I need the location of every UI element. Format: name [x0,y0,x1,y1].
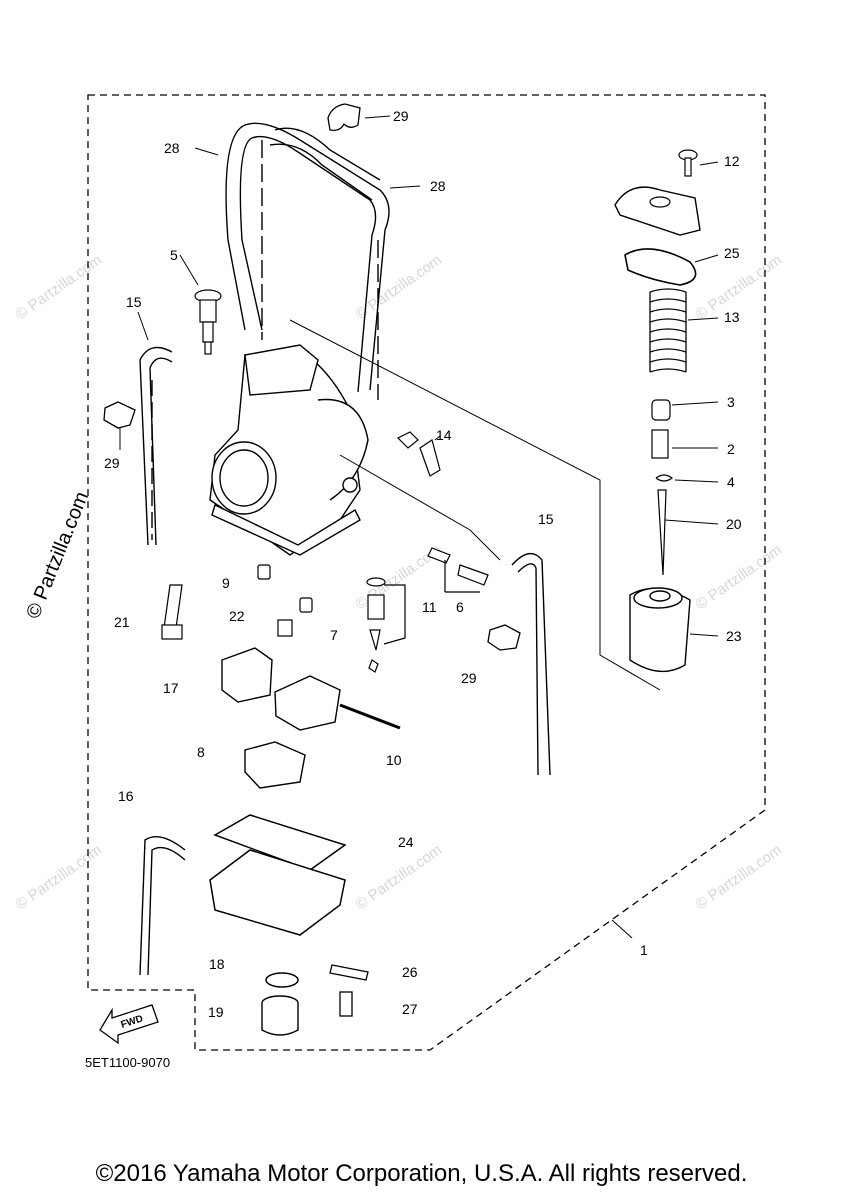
clip-4 [655,474,674,482]
callout-15-right: 15 [538,511,554,527]
callout-28-left: 28 [164,140,180,156]
screw-12 [678,149,698,177]
carburetor-body [209,344,369,556]
part-8 [244,741,306,789]
pilot-air-screw-6 [427,547,489,593]
needle-jet-21-base [161,624,183,640]
hose-clip-29-left [103,401,136,429]
callout-4: 4 [727,474,735,490]
callout-27: 27 [402,1001,418,1017]
callout-2: 2 [727,441,735,457]
side-watermark: © Partzilla.com [22,489,93,622]
callout-25: 25 [724,245,740,261]
needle-jet-21 [163,584,183,629]
callout-11: 11 [422,599,437,615]
forward-arrow: FWD [99,1004,159,1045]
screw-7 [299,597,313,613]
callout-19: 19 [208,1004,224,1020]
callout-7: 7 [330,627,338,643]
callout-8: 8 [197,744,205,760]
callout-labels: 1 2 3 4 5 6 7 8 9 10 11 12 13 14 15 15 1… [104,108,742,1020]
vent-hose-28 [225,122,390,400]
carburetor-exploded-view: © Partzilla.com © Partzilla.com © Partzi… [13,94,786,1070]
drain-hose-15-left [139,346,173,546]
float-17 [221,647,401,731]
callout-18: 18 [209,956,225,972]
callout-16: 16 [118,788,134,804]
callout-5: 5 [170,247,178,263]
callout-10: 10 [386,752,402,768]
jet-needle-20 [657,489,667,576]
callout-29-top: 29 [393,108,409,124]
throttle-stop-screw-14 [396,431,441,477]
needle-holder-3 [651,399,671,421]
hose-clip-29 [327,103,361,132]
callout-23: 23 [726,628,742,644]
starter-plunger-5 [194,289,222,355]
spring-13 [649,288,687,373]
callout-9: 9 [222,575,230,591]
gasket-25 [624,248,697,286]
callout-14: 14 [436,427,452,443]
assembly-boundary [87,94,766,1051]
callout-3: 3 [727,394,735,410]
callout-1: 1 [640,942,648,958]
needle-valve-11 [366,577,406,673]
watermark-tile: © Partzilla.com [13,251,106,323]
callout-28-right: 28 [430,178,446,194]
callout-6: 6 [456,599,464,615]
callout-20: 20 [726,516,742,532]
watermark-tile: © Partzilla.com [353,251,446,323]
o-ring-18 [265,972,299,988]
drain-plug-19 [261,995,299,1036]
callout-22: 22 [229,608,245,624]
callout-21: 21 [114,614,130,630]
watermark-tile: © Partzilla.com [353,841,446,913]
callout-15-left: 15 [126,294,142,310]
float-chamber [209,849,346,936]
watermark-tile: © Partzilla.com [693,541,786,613]
copyright-notice: ©2016 Yamaha Motor Corporation, U.S.A. A… [95,1160,748,1187]
drain-hose-16 [139,836,186,976]
callout-17: 17 [163,680,179,696]
callout-26: 26 [402,964,418,980]
hose-clip-29-right [487,624,521,651]
diagram-code: 5ET1100-9070 [85,1055,170,1070]
plate-26 [329,964,369,981]
leader-lines [119,115,719,939]
callout-12: 12 [724,153,740,169]
callout-29-right: 29 [461,670,477,686]
drain-hose-15-right [511,552,551,776]
screw-9 [257,564,271,580]
needle-clip-2 [651,429,669,459]
watermark-layer: © Partzilla.com © Partzilla.com © Partzi… [13,251,786,913]
screw-27 [339,991,353,1017]
callout-13: 13 [724,309,740,325]
watermark-tile: © Partzilla.com [13,841,106,913]
jet-22 [277,619,293,637]
throttle-valve-23 [629,587,691,673]
top-cover [614,186,701,236]
callout-29-left: 29 [104,455,120,471]
callout-24: 24 [398,834,414,850]
